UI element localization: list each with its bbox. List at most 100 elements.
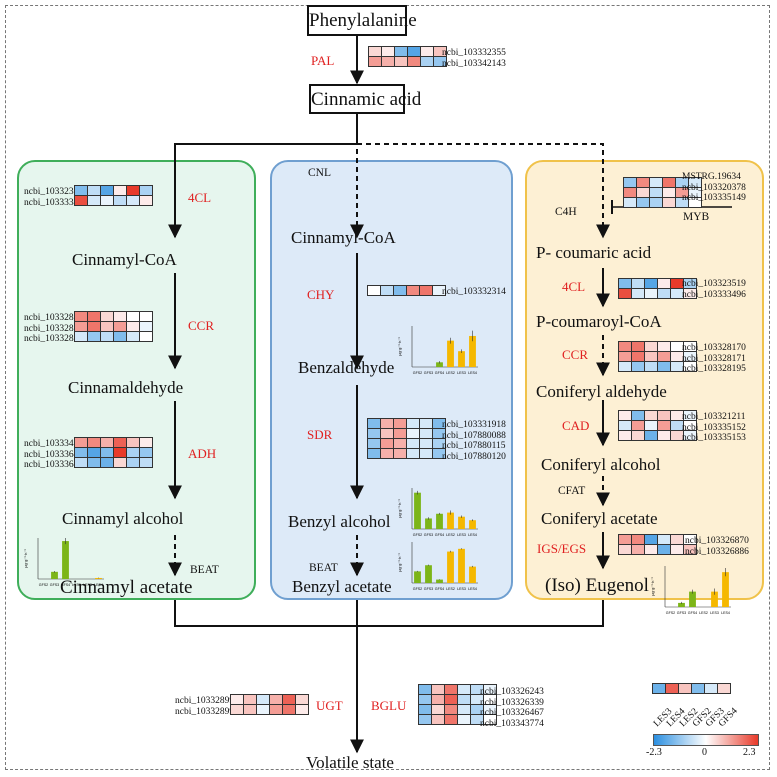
cinnamic-acid-box: Cinnamic acid: [309, 84, 421, 114]
heatmap-cell: [75, 448, 87, 457]
heatmap-sdr: [367, 418, 446, 459]
heatmap-cell: [619, 411, 631, 420]
heatmap-cell: [244, 695, 256, 704]
heatmap-cell: [645, 289, 657, 298]
heatmap-cell: [408, 57, 420, 66]
heatmap-cell: [676, 178, 688, 187]
legend-heatmap: [652, 683, 731, 694]
panel-eugenol: [525, 160, 764, 600]
bar: [458, 548, 465, 583]
label-myb: MYB: [683, 211, 710, 223]
heatmap-cell: [407, 429, 419, 438]
heatmap-cell: [88, 322, 100, 331]
tick-label: LES2: [699, 611, 708, 615]
heatmap-cell: [445, 715, 457, 724]
bar: [95, 577, 102, 579]
heatmap-cell: [270, 695, 282, 704]
bar: [425, 518, 432, 529]
genes-ugt: ncbi_103328990 ncbi_103328991: [175, 696, 239, 717]
heatmap-cell: [471, 715, 483, 724]
genes-cad: ncbi_103321211 ncbi_103335152 ncbi_10333…: [682, 412, 746, 444]
heatmap-cell: [619, 431, 631, 440]
gene-label: ncbi_103323519: [682, 279, 746, 289]
heatmap-cell: [88, 438, 100, 447]
heatmap-cell: [645, 535, 657, 544]
tick-label: LES2: [446, 587, 455, 591]
enzyme-igs-egs: IGS/EGS: [537, 541, 587, 556]
heatmap-cell: [645, 411, 657, 420]
y-axis-label: μg·g⁻¹·h⁻¹: [23, 549, 28, 568]
heatmap-cell: [419, 705, 431, 714]
heatmap-igs: [618, 534, 697, 555]
heatmap-cell: [75, 186, 87, 195]
heatmap-cell: [689, 188, 701, 197]
heatmap-cell: [296, 705, 308, 714]
gene-label: ncbi_103331918: [442, 420, 506, 430]
label-cnl: CNL: [308, 167, 331, 179]
heatmap-cell: [127, 438, 139, 447]
heatmap-cell: [433, 449, 445, 458]
heatmap-cell: [663, 198, 675, 207]
bar: [414, 492, 421, 529]
heatmap-cell: [407, 449, 419, 458]
heatmap-cell: [433, 286, 445, 295]
heatmap-cell: [140, 458, 152, 467]
heatmap-cell: [407, 439, 419, 448]
heatmap-cell: [650, 178, 662, 187]
heatmap-cell: [382, 47, 394, 56]
heatmap-cell: [257, 705, 269, 714]
heatmap-cell: [101, 196, 113, 205]
label-beat-mid: BEAT: [309, 562, 338, 574]
heatmap-cell: [484, 705, 496, 714]
heatmap-cell: [619, 289, 631, 298]
heatmap-cell: [283, 705, 295, 714]
heatmap-cell: [140, 186, 152, 195]
heatmap-cell: [433, 439, 445, 448]
legend-min: -2.3: [646, 747, 662, 758]
bar: [469, 520, 476, 529]
genes-pal: ncbi_103332355 ncbi_103342143: [442, 48, 506, 69]
heatmap-cell: [127, 322, 139, 331]
bar: [678, 602, 685, 607]
tick-label: LES3: [710, 611, 719, 615]
heatmap-bglu: [418, 684, 497, 725]
tick-label: GFS3: [424, 587, 433, 591]
bar: [447, 551, 454, 583]
gene-label: ncbi_103334349: [24, 439, 88, 449]
heatmap-cell: [624, 188, 636, 197]
heatmap-cell: [671, 352, 683, 361]
heatmap-cell: [671, 362, 683, 371]
heatmap-cell: [382, 57, 394, 66]
label-cfat: CFAT: [558, 485, 586, 497]
compound-cinnamyl-acetate: Cinnamyl acetate: [60, 577, 193, 598]
heatmap-cell: [650, 198, 662, 207]
heatmap-cell: [632, 545, 644, 554]
heatmap-cell: [632, 289, 644, 298]
y-axis-label: μg·g⁻¹·h⁻¹: [397, 553, 402, 572]
heatmap-chy: [367, 285, 446, 296]
heatmap-cell: [671, 411, 683, 420]
heatmap-cell: [684, 342, 696, 351]
heatmap-cell: [471, 685, 483, 694]
heatmap-cell: [658, 289, 670, 298]
heatmap-cell: [619, 362, 631, 371]
heatmap-cell: [244, 705, 256, 714]
heatmap-cell: [445, 685, 457, 694]
bar: [458, 351, 465, 367]
genes-igs: ncbi_103326870 ncbi_103326886: [685, 536, 749, 557]
heatmap-cell: [101, 312, 113, 321]
enzyme-bglu: BGLU: [371, 698, 407, 713]
enzyme-left-4cl: 4CL: [188, 190, 212, 205]
enzyme-cad: CAD: [562, 418, 590, 433]
heatmap-cell: [684, 411, 696, 420]
tick-label: LES4: [721, 611, 730, 615]
gene-label: ncbi_107880120: [442, 451, 506, 462]
heatmap-cell: [671, 535, 683, 544]
heatmap-cell: [645, 352, 657, 361]
bar: [436, 362, 443, 367]
gene-label: ncbi_103333496: [24, 197, 88, 208]
heatmap-cell: [395, 57, 407, 66]
